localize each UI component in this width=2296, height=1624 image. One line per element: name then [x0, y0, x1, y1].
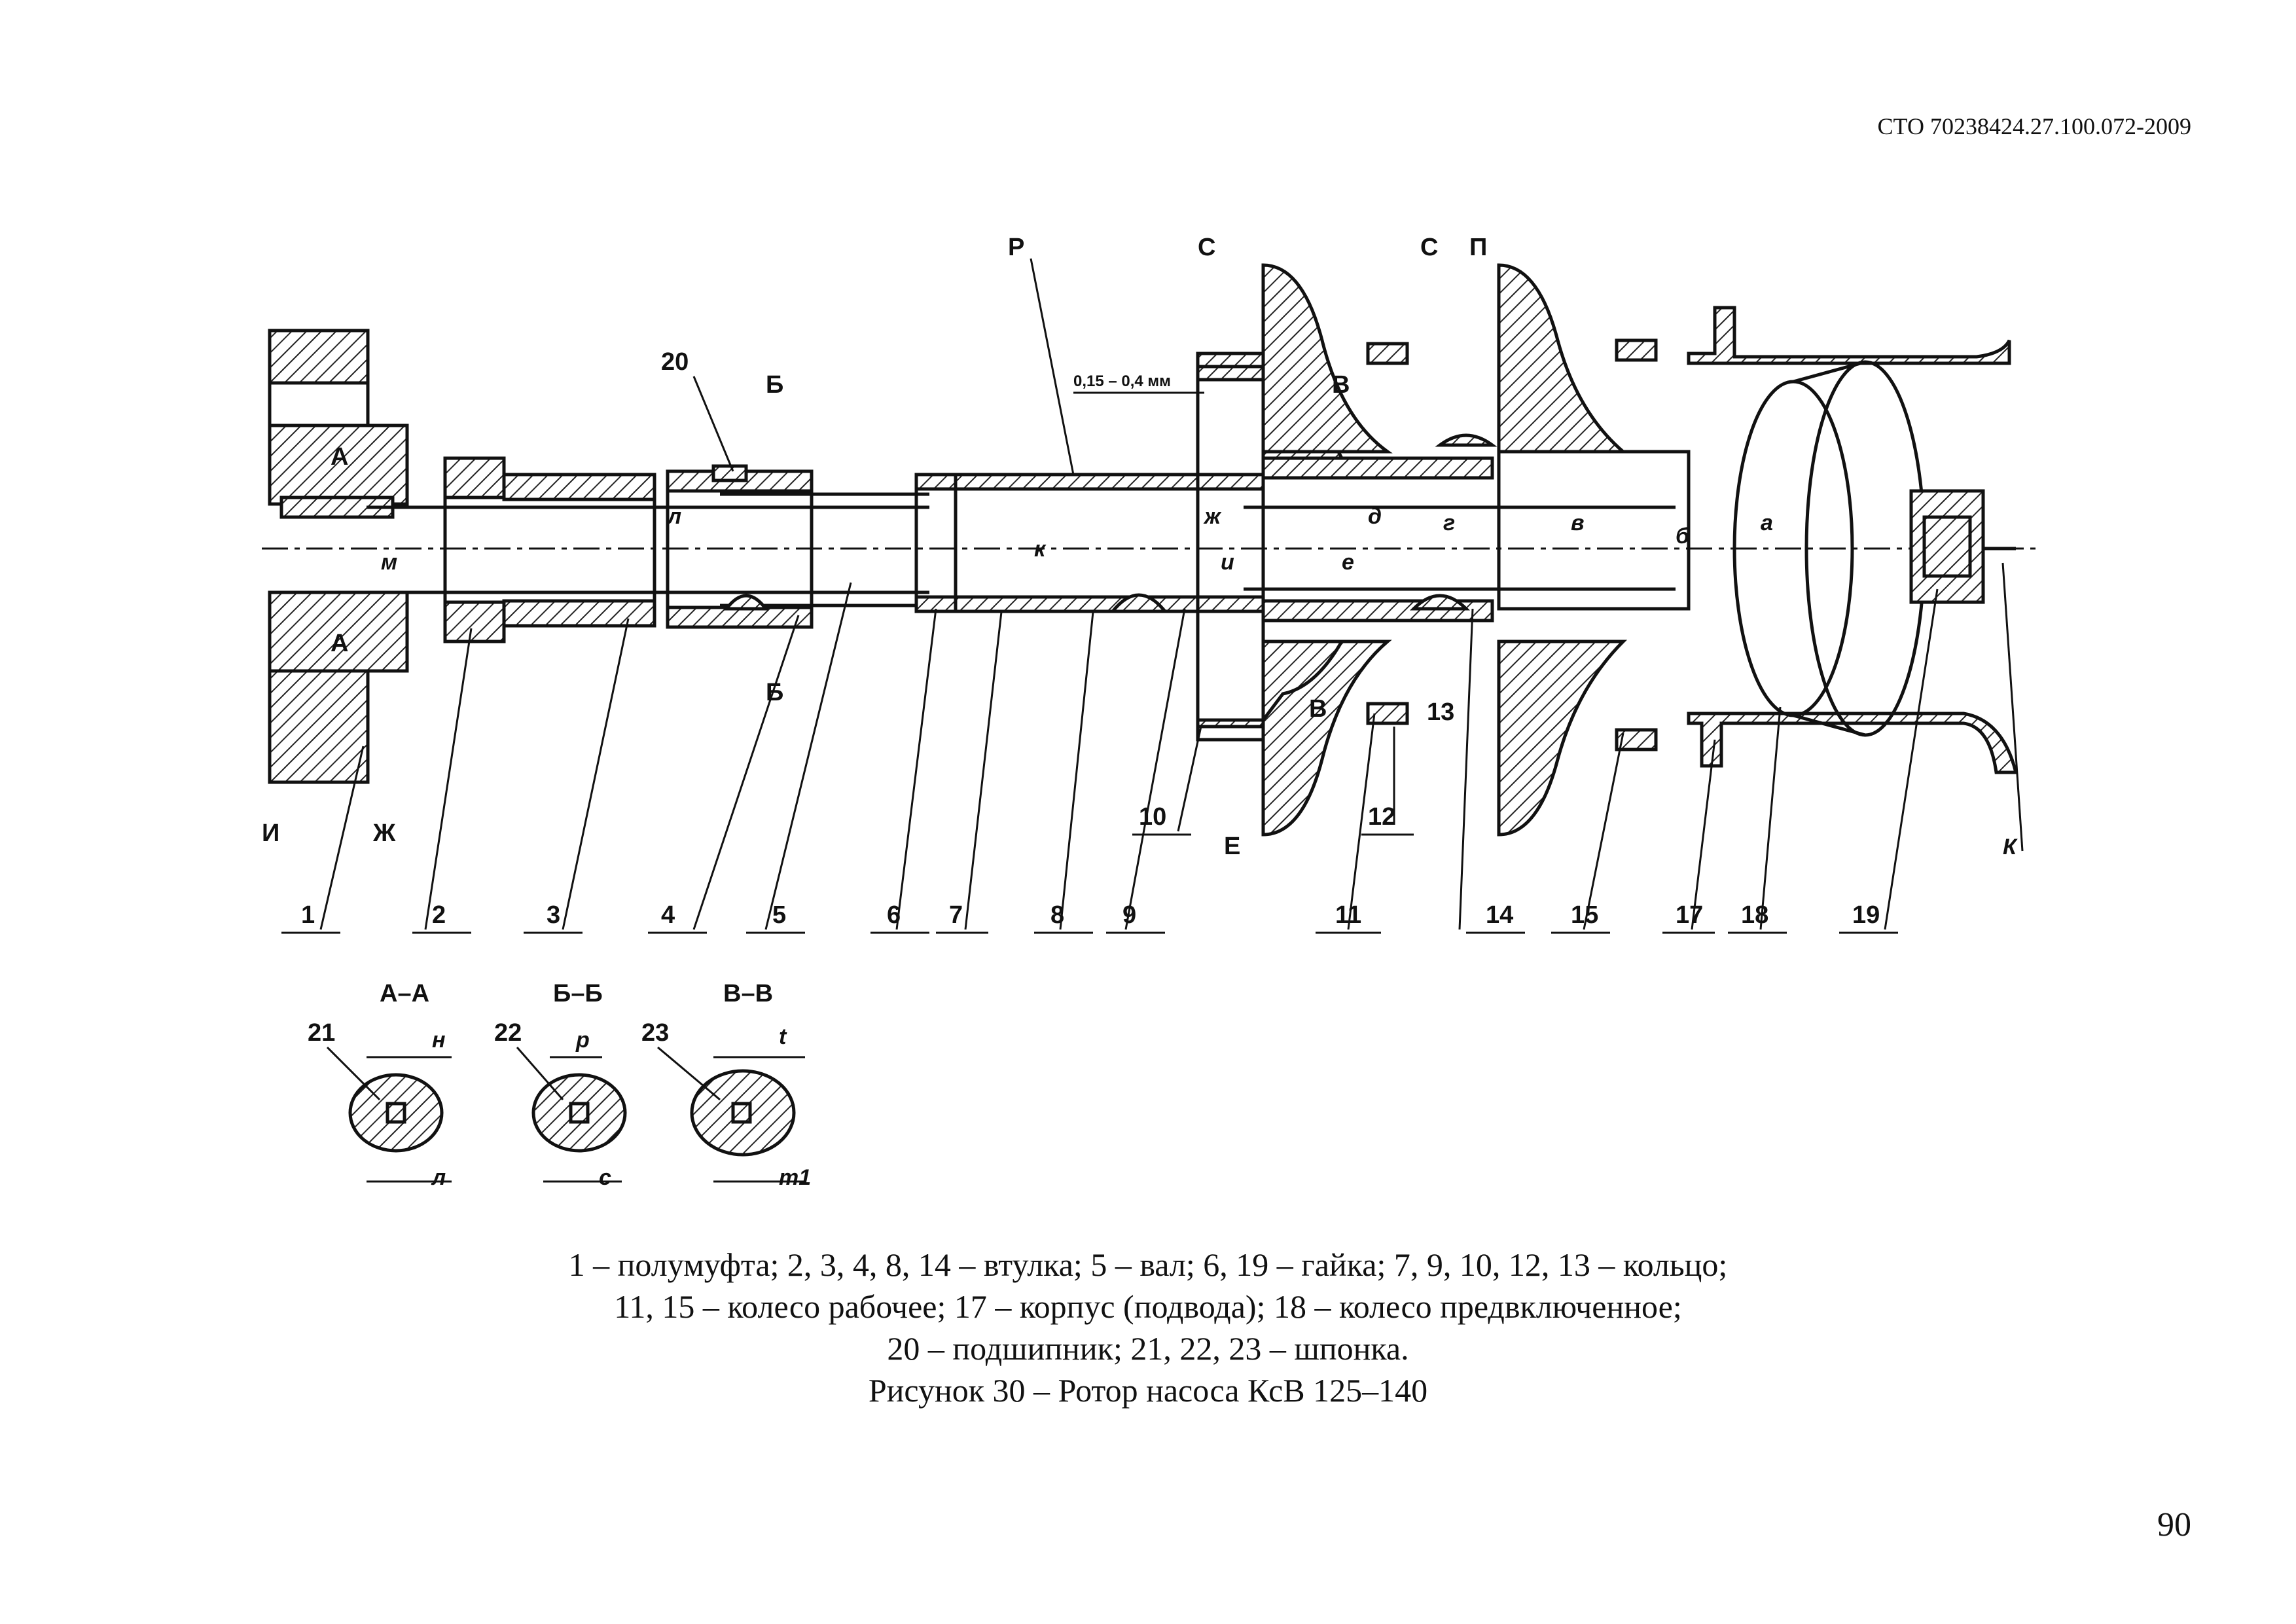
dim-letter: г — [1443, 511, 1455, 535]
section-bb-shape — [531, 1073, 627, 1153]
section-dim-letter: t — [779, 1024, 787, 1049]
dim-letter: ж — [1203, 504, 1222, 529]
section-title-aa: А–А — [380, 980, 429, 1007]
caption-line-3: 20 – подшипник; 21, 22, 23 – шпонка. — [887, 1330, 1409, 1367]
dim-letter: а — [1761, 511, 1773, 535]
impeller-15 — [1497, 263, 1691, 837]
section-mark-b: Б — [766, 679, 783, 706]
nut-19 — [1909, 489, 2016, 604]
part-label: 5 — [772, 901, 786, 929]
figure-caption: 1 – полумуфта; 2, 3, 4, 8, 14 – втулка; … — [0, 1244, 2296, 1411]
dimension-letters: а б в г д е ж и к л м — [381, 504, 1773, 575]
letter-label-r: Р — [1008, 234, 1024, 261]
letter-label-p: П — [1469, 234, 1487, 261]
letter-labels: И Ж Е К Р С С П А А Б Б В В — [262, 234, 2018, 860]
section-dim-letter: с — [599, 1165, 611, 1190]
part-label: 6 — [887, 901, 901, 929]
casing-17 — [1687, 306, 2018, 774]
section-mark-v: В — [1309, 695, 1327, 723]
section-title-vv: В–В — [723, 980, 773, 1007]
part-label: 9 — [1122, 901, 1136, 929]
label-underlines — [281, 833, 1898, 934]
part-label: 12 — [1368, 803, 1395, 831]
section-dim-letter: m1 — [779, 1165, 811, 1190]
part-label: 15 — [1571, 901, 1598, 929]
section-dim-letter: н — [432, 1028, 446, 1053]
part-label: 10 — [1139, 803, 1166, 831]
part-label: 14 — [1486, 901, 1513, 929]
part-label: 8 — [1050, 901, 1064, 929]
part-label: 18 — [1741, 901, 1768, 929]
section-mark-b: Б — [766, 371, 783, 399]
letter-label-e: Е — [1224, 833, 1240, 860]
page-number: 90 — [2157, 1506, 2191, 1543]
section-vv-shape — [690, 1069, 796, 1157]
sleeve-8 — [914, 473, 1265, 613]
letter-label-s: С — [1198, 234, 1215, 261]
half-coupling-part — [268, 329, 409, 784]
sleeve-2-3 — [443, 456, 656, 643]
dim-letter: д — [1368, 504, 1382, 529]
letter-label-zh: Ж — [372, 820, 396, 847]
part-label: 4 — [661, 901, 675, 929]
letter-label-s: С — [1420, 234, 1438, 261]
section-mark-a: А — [331, 630, 348, 657]
section-mark-v: В — [1332, 371, 1350, 399]
leaders — [319, 258, 2024, 930]
part-label: 17 — [1676, 901, 1703, 929]
letter-label-k: К — [2003, 835, 2018, 859]
dim-letter: в — [1571, 511, 1585, 535]
section-aa-shape — [348, 1073, 444, 1153]
part-label: 21 — [308, 1019, 335, 1047]
part-label: 22 — [494, 1019, 522, 1047]
dim-letter: и — [1221, 550, 1234, 575]
section-dim-letter: л — [431, 1165, 446, 1190]
part-label: 1 — [301, 901, 315, 929]
dim-letter: л — [666, 504, 681, 529]
caption-line-1: 1 – полумуфта; 2, 3, 4, 8, 14 – втулка; … — [568, 1246, 1728, 1283]
caption-line-2: 11, 15 – колесо рабочее; 17 – корпус (по… — [614, 1288, 1682, 1325]
section-mark-a: А — [331, 443, 348, 471]
document-code: СТО 70238424.27.100.072-2009 — [1877, 113, 2191, 139]
letter-label-i: И — [262, 820, 279, 847]
sleeve-14 — [1261, 433, 1498, 623]
part-label: 2 — [432, 901, 446, 929]
figure-title: Рисунок 30 – Ротор насоса КсВ 125–140 — [868, 1372, 1428, 1409]
dim-letter: м — [381, 550, 397, 575]
shaft — [367, 492, 1676, 607]
section-title-bb: Б–Б — [553, 980, 603, 1007]
part-label: 11 — [1335, 901, 1361, 929]
part-label: 20 — [661, 348, 689, 376]
part-number-labels: 1 2 3 4 5 6 7 8 9 10 11 12 13 14 15 17 1… — [301, 348, 1880, 1047]
gap-note: 0,15 – 0,4 мм — [1073, 372, 1171, 390]
section-views: А–А Б–Б В–В н л р с t m1 — [326, 980, 811, 1190]
dim-letter: е — [1342, 550, 1354, 575]
part-label: 19 — [1852, 901, 1880, 929]
dim-letter: б — [1676, 524, 1690, 549]
dim-letter: к — [1034, 537, 1047, 562]
part-label: 13 — [1427, 698, 1454, 726]
part-label: 23 — [641, 1019, 669, 1047]
part-label: 3 — [547, 901, 560, 929]
section-dim-letter: р — [575, 1028, 590, 1053]
sleeve-4-bearing-20 — [666, 464, 814, 629]
part-label: 7 — [949, 901, 963, 929]
impeller-11 — [1196, 263, 1409, 837]
